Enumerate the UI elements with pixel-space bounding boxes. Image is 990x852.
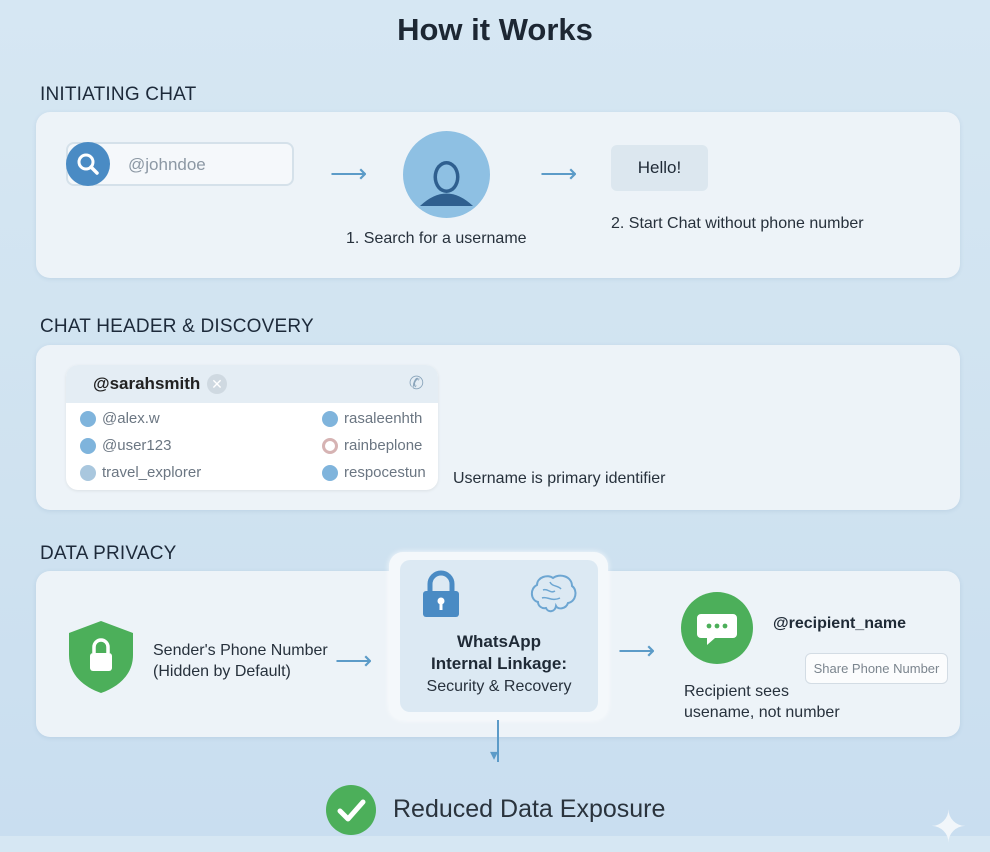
arrow-right-icon: ⟶ bbox=[540, 158, 578, 188]
item-label: @user123 bbox=[102, 437, 172, 454]
share-phone-number-button[interactable]: Share Phone Number bbox=[805, 653, 948, 684]
chat-message-icon bbox=[681, 592, 753, 664]
lock-icon bbox=[422, 570, 460, 623]
item-label: rasaleenhth bbox=[344, 410, 423, 427]
recipient-username: @recipient_name bbox=[773, 615, 906, 632]
user-icon bbox=[322, 410, 338, 427]
phone-icon[interactable]: ✆ bbox=[408, 373, 424, 393]
arrow-down-line bbox=[497, 720, 499, 762]
section-label-privacy: DATA PRIVACY bbox=[40, 543, 177, 564]
recipient-line1: Recipient sees bbox=[684, 683, 789, 700]
step1-label: 1. Search for a username bbox=[346, 230, 527, 247]
center-title-line2: Internal Linkage: bbox=[430, 654, 568, 673]
item-label: respocestun bbox=[344, 464, 426, 481]
center-title-line1: WhatsApp bbox=[456, 632, 542, 651]
sender-line2: (Hidden by Default) bbox=[153, 663, 291, 680]
brain-icon bbox=[528, 572, 578, 621]
center-subtitle: Security & Recovery bbox=[426, 678, 572, 695]
item-label: rainbeplone bbox=[344, 437, 423, 454]
check-icon bbox=[326, 785, 376, 835]
section-label-header: CHAT HEADER & DISCOVERY bbox=[40, 316, 314, 337]
user-icon bbox=[80, 410, 96, 427]
user-avatar-icon bbox=[403, 131, 490, 218]
arrow-right-icon: ⟶ bbox=[618, 635, 656, 665]
arrow-right-icon: ⟶ bbox=[335, 645, 373, 675]
chat-header-preview: @sarahsmith ✕ ✆ @alex.w @user123 travel_… bbox=[66, 365, 438, 490]
item-label: travel_explorer bbox=[102, 464, 202, 481]
user-icon bbox=[80, 464, 96, 481]
recipient-caption: Recipient sees usename, not number bbox=[684, 681, 840, 723]
arrow-right-icon: ⟶ bbox=[330, 158, 368, 188]
result-label: Reduced Data Exposure bbox=[393, 795, 666, 823]
section-label-initiating: INITIATING CHAT bbox=[40, 84, 197, 105]
header-username: @sarahsmith bbox=[93, 374, 201, 393]
list-item[interactable]: @user123 bbox=[80, 437, 171, 454]
page-title: How it Works bbox=[397, 12, 593, 47]
recipient-line2: usename, not number bbox=[684, 704, 840, 721]
list-item[interactable]: rainbeplone bbox=[322, 437, 422, 454]
user-icon bbox=[322, 437, 338, 454]
search-icon bbox=[66, 142, 110, 186]
user-icon bbox=[80, 437, 96, 454]
list-item[interactable]: travel_explorer bbox=[80, 464, 201, 481]
sparkle-icon: ✦ bbox=[930, 803, 967, 852]
shield-lock-icon bbox=[66, 619, 136, 700]
clear-icon[interactable]: ✕ bbox=[207, 374, 227, 394]
username-search-input[interactable]: @johndoe bbox=[66, 142, 294, 186]
list-item[interactable]: @alex.w bbox=[80, 410, 160, 427]
sender-line1: Sender's Phone Number bbox=[153, 642, 328, 659]
header-caption: Username is primary identifier bbox=[453, 470, 666, 487]
list-item[interactable]: rasaleenhth bbox=[322, 410, 422, 427]
sender-phone-label: Sender's Phone Number (Hidden by Default) bbox=[153, 640, 328, 682]
chat-bubble: Hello! bbox=[611, 145, 708, 191]
user-icon bbox=[322, 464, 338, 481]
item-label: @alex.w bbox=[102, 410, 160, 427]
search-value: @johndoe bbox=[128, 155, 206, 174]
step2-label: 2. Start Chat without phone number bbox=[611, 215, 864, 232]
list-item[interactable]: respocestun bbox=[322, 464, 426, 481]
initiating-card bbox=[36, 112, 960, 278]
arrow-down-icon: ▾ bbox=[490, 747, 499, 764]
